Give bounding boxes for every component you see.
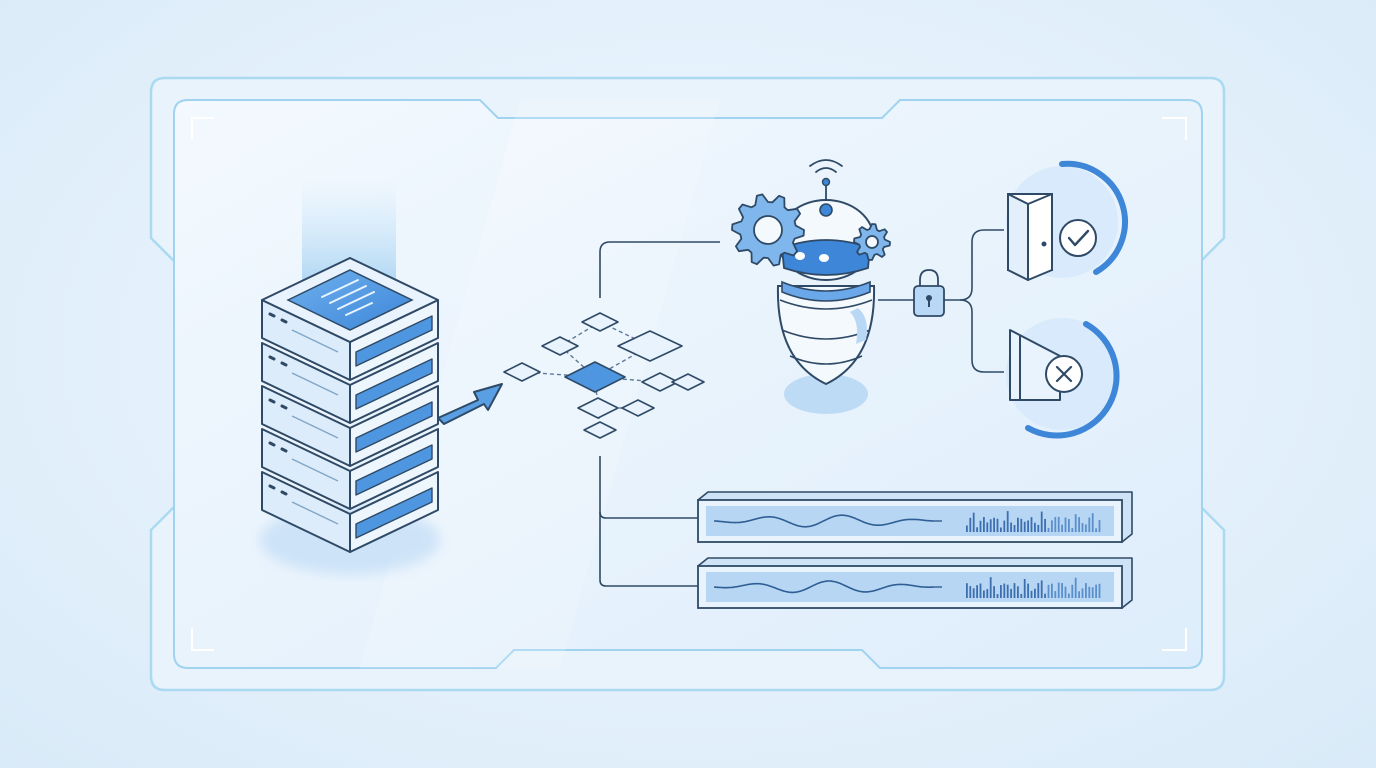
connector-lines xyxy=(599,229,1004,587)
door-x-icon xyxy=(1006,318,1120,439)
log-stream-2 xyxy=(697,557,1133,609)
arrow-right-icon xyxy=(437,383,503,425)
wifi-icon xyxy=(809,159,843,173)
padlock-icon xyxy=(913,269,945,317)
robot-icon xyxy=(776,177,876,414)
server-unit xyxy=(261,342,439,424)
waveform-icon xyxy=(697,491,1133,609)
server-unit xyxy=(261,471,439,553)
network-graph-icon xyxy=(503,312,705,439)
log-stream-1 xyxy=(697,491,1133,543)
server-unit xyxy=(261,428,439,510)
server-rack-icon xyxy=(260,180,440,574)
server-unit xyxy=(261,385,439,467)
gear-icon xyxy=(731,193,891,267)
door-check-icon xyxy=(1006,160,1128,281)
